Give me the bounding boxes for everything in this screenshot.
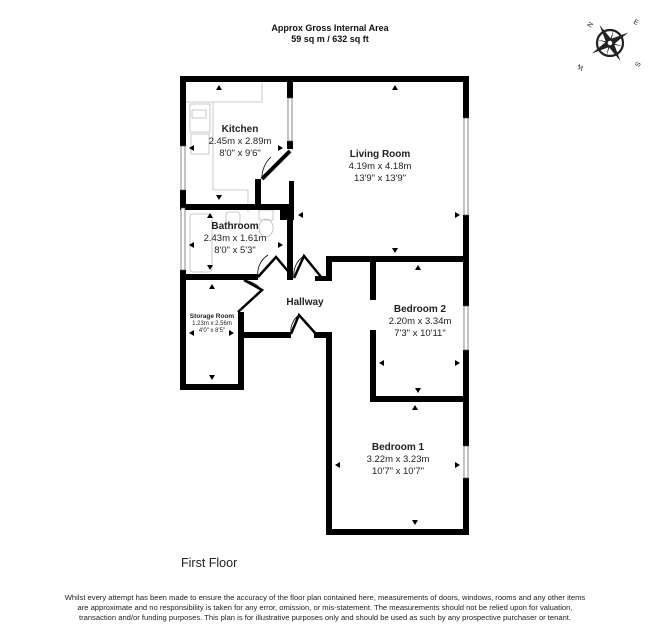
svg-text:S: S bbox=[633, 60, 642, 68]
kitchen-fixtures bbox=[186, 83, 274, 273]
room-bedroom-2: Bedroom 2 2.20m x 3.34m 7'3" x 10'11" bbox=[378, 304, 462, 340]
disclaimer-text: Whilst every attempt has been made to en… bbox=[64, 593, 586, 622]
floor-label: First Floor bbox=[181, 556, 238, 570]
area-value: 59 sq m / 632 sq ft bbox=[291, 34, 369, 44]
room-bedroom-1: Bedroom 1 3.22m x 3.23m 10'7" x 10'7" bbox=[352, 442, 444, 478]
doors bbox=[237, 149, 323, 335]
room-imperial: 8'0" x 9'6" bbox=[219, 148, 261, 159]
room-storage-room: Storage Room 1.23m x 2.56m 4'0" x 8'5" bbox=[186, 313, 238, 336]
room-name: Bedroom 2 bbox=[393, 304, 447, 315]
room-imperial: 4'0" x 8'5" bbox=[198, 328, 226, 334]
room-metric: 4.19m x 4.18m bbox=[348, 161, 412, 172]
room-name: Bathroom bbox=[211, 221, 259, 232]
room-metric: 3.22m x 3.23m bbox=[366, 454, 430, 465]
svg-text:E: E bbox=[632, 19, 640, 28]
room-metric: 2.20m x 3.34m bbox=[388, 316, 452, 327]
room-name: Hallway bbox=[286, 297, 324, 308]
windows bbox=[180, 97, 469, 479]
room-metric: 2.43m x 1.61m bbox=[203, 233, 267, 244]
svg-text:N: N bbox=[587, 21, 596, 29]
room-living-room: Living Room 4.19m x 4.18m 13'9" x 13'9" bbox=[330, 149, 430, 185]
room-metric: 2.45m x 2.89m bbox=[208, 136, 272, 147]
area-header: Approx Gross Internal Area 59 sq m / 632… bbox=[200, 23, 460, 45]
room-bathroom: Bathroom 2.43m x 1.61m 8'0" x 5'3" bbox=[195, 221, 275, 257]
room-imperial: 8'0" x 5'3" bbox=[214, 245, 256, 256]
room-imperial: 10'7" x 10'7" bbox=[371, 466, 425, 477]
room-hallway: Hallway bbox=[280, 297, 330, 309]
svg-text:W: W bbox=[578, 62, 585, 72]
area-title: Approx Gross Internal Area bbox=[271, 23, 389, 33]
room-imperial: 7'3" x 10'11" bbox=[394, 328, 446, 339]
room-metric: 1.23m x 2.56m bbox=[192, 320, 232, 327]
room-name: Living Room bbox=[349, 149, 411, 160]
room-name: Kitchen bbox=[221, 124, 259, 135]
room-kitchen: Kitchen 2.45m x 2.89m 8'0" x 9'6" bbox=[200, 124, 280, 160]
compass-rose-icon: N E S W bbox=[578, 19, 642, 72]
dimension-markers bbox=[189, 85, 460, 525]
room-name: Bedroom 1 bbox=[371, 442, 425, 453]
room-name: Storage Room bbox=[189, 313, 235, 320]
room-imperial: 13'9" x 13'9" bbox=[353, 173, 407, 184]
walls bbox=[180, 76, 469, 535]
